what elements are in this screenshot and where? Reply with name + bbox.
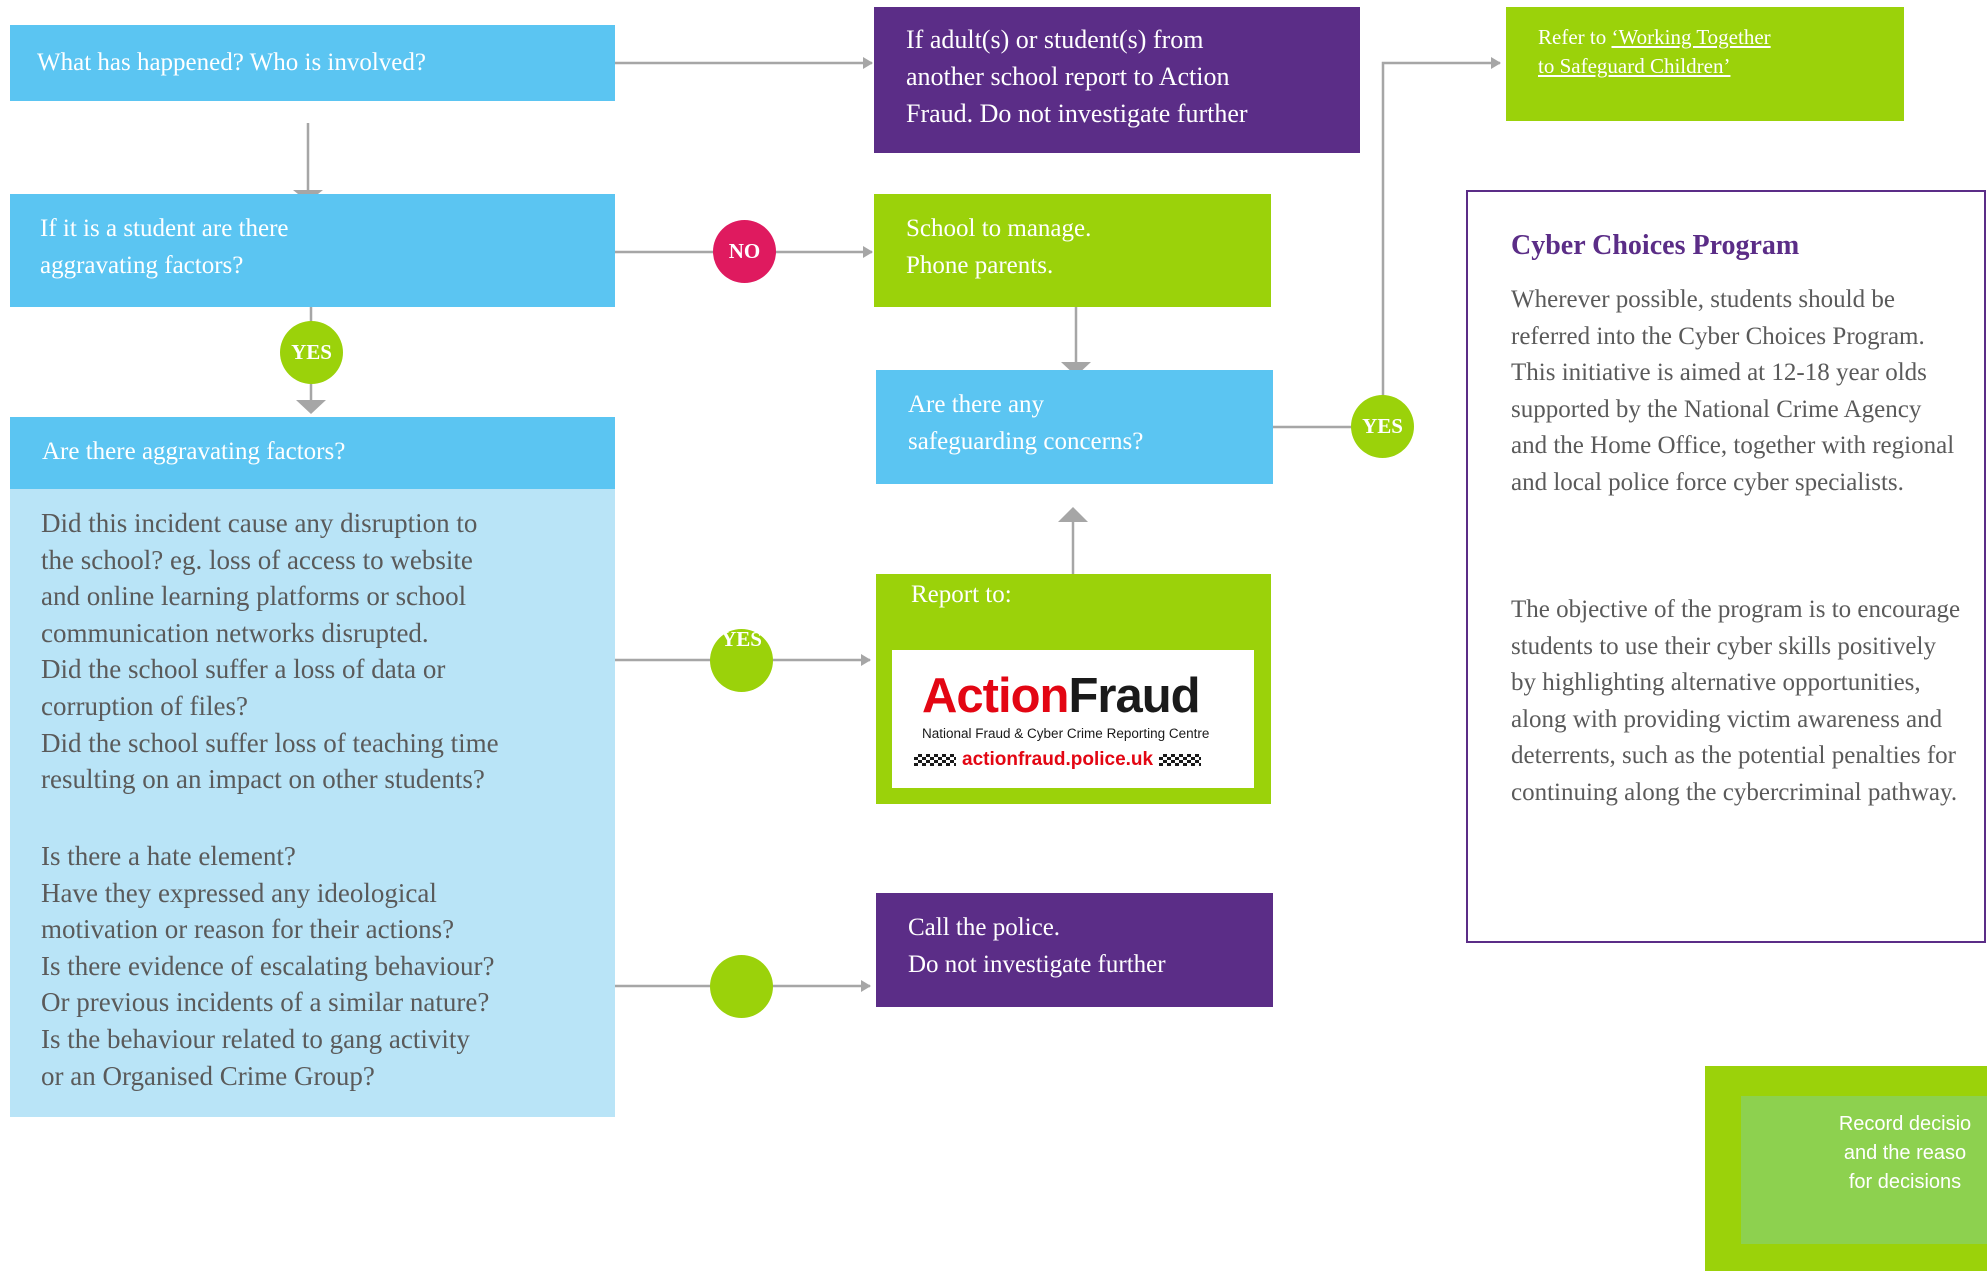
safeguarding-box: Are there any safeguarding concerns? bbox=[876, 370, 1273, 484]
report-to-text: Report to: bbox=[911, 581, 1012, 608]
questions-group-1: Did this incident cause any disruption t… bbox=[41, 508, 499, 795]
yes-circle-left: YES bbox=[280, 321, 343, 384]
cyber-choices-para-2: The objective of the program is to encou… bbox=[1511, 596, 1961, 806]
aggravating-header-box: Are there aggravating factors? bbox=[10, 417, 615, 489]
cyber-choices-para-1: Wherever possible, students should be re… bbox=[1511, 286, 1955, 496]
arrow-safeguarding-to-refer bbox=[1273, 57, 1501, 429]
report-to-box: Report to: ActionFraud National Fraud & … bbox=[876, 574, 1271, 804]
action-fraud-logo: ActionFraud National Fraud & Cyber Crime… bbox=[892, 650, 1254, 788]
action-fraud-url-row: actionfraud.police.uk bbox=[914, 749, 1202, 771]
school-manage-text: School to manage. Phone parents. bbox=[906, 215, 1092, 279]
action-fraud-subtitle: National Fraud & Cyber Crime Reporting C… bbox=[922, 726, 1210, 741]
arrowhead-down-2 bbox=[296, 400, 326, 414]
school-manage-box: School to manage. Phone parents. bbox=[874, 194, 1271, 307]
record-decision-box bbox=[1741, 1096, 1987, 1244]
student-aggravating-box: If it is a student are there aggravating… bbox=[10, 194, 615, 307]
refer-text: Refer to ‘Working Together to Safeguard … bbox=[1538, 23, 1771, 81]
another-school-text: If adult(s) or student(s) from another s… bbox=[906, 25, 1248, 128]
what-happened-box: What has happened? Who is involved? bbox=[10, 25, 615, 101]
cyber-choices-panel: Cyber Choices Program Wherever possible,… bbox=[1466, 190, 1986, 943]
cyber-choices-title: Cyber Choices Program bbox=[1511, 230, 1800, 261]
yes-circle-middle: YES bbox=[710, 629, 773, 692]
questions-box: Did this incident cause any disruption t… bbox=[10, 489, 615, 1117]
refer-prefix: Refer to bbox=[1538, 25, 1612, 49]
questions-group-2: Is there a hate element? Have they expre… bbox=[41, 841, 495, 1091]
call-police-box: Call the police. Do not investigate furt… bbox=[876, 893, 1273, 1007]
arrowhead-up-1 bbox=[1058, 507, 1088, 522]
arrowhead-down-3 bbox=[1061, 362, 1091, 376]
blank-circle bbox=[710, 955, 773, 1018]
action-fraud-title: ActionFraud bbox=[922, 669, 1201, 723]
student-aggravating-text: If it is a student are there aggravating… bbox=[40, 215, 289, 279]
safeguarding-text: Are there any safeguarding concerns? bbox=[908, 391, 1144, 455]
record-decision-text: Record decisio and the reaso for decisio… bbox=[1838, 1113, 1972, 1193]
checker-right-icon bbox=[1159, 754, 1202, 766]
aggravating-header-text: Are there aggravating factors? bbox=[42, 438, 346, 465]
refer-box: Refer to ‘Working Together to Safeguard … bbox=[1506, 7, 1904, 121]
call-police-text: Call the police. Do not investigate furt… bbox=[908, 914, 1166, 978]
checker-left-icon bbox=[914, 754, 956, 766]
action-fraud-url: actionfraud.police.uk bbox=[962, 749, 1154, 770]
no-circle: NO bbox=[713, 220, 776, 283]
working-together-link[interactable]: ‘Working Together to Safeguard Children’ bbox=[1538, 25, 1771, 78]
another-school-box: If adult(s) or student(s) from another s… bbox=[874, 7, 1360, 153]
what-happened-text: What has happened? Who is involved? bbox=[37, 49, 427, 76]
yes-circle-right: YES bbox=[1351, 395, 1414, 458]
